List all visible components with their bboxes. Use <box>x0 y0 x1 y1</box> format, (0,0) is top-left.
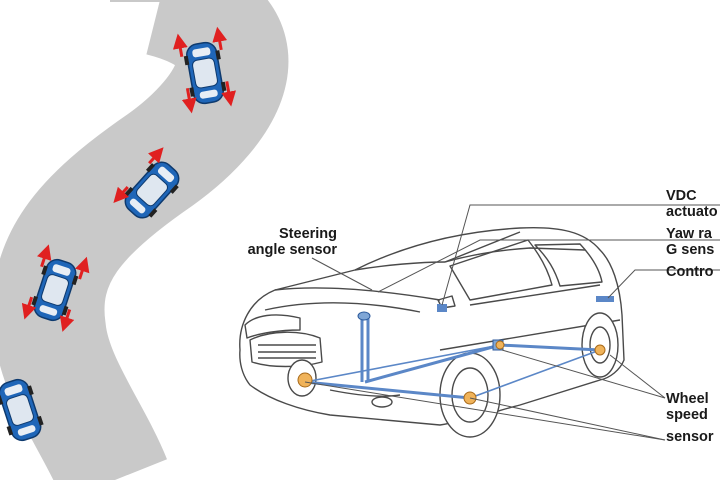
wheel-sensor-icon <box>594 344 606 356</box>
wheel-label-line-1: Wheel <box>666 391 709 407</box>
steering-label-line-1: Steering <box>279 226 338 242</box>
sedan-outline-icon <box>239 226 625 438</box>
wheel-label-line-2: speed <box>666 407 708 423</box>
vdc-actuator <box>437 304 447 312</box>
control-unit <box>596 296 614 302</box>
yaw-label-line-2: G sens <box>666 242 715 258</box>
control-label-line: Contro <box>666 264 714 280</box>
sensor-wiring <box>304 318 601 400</box>
road <box>0 0 289 485</box>
vdc-label-line-1: VDC <box>666 188 697 204</box>
wheel-speed-sensor-label: Wheel speed sensor <box>666 391 714 445</box>
steering-label-line-2: angle sensor <box>247 242 338 258</box>
wheel-sensor-icon <box>297 372 313 388</box>
vdc-label-line-2: actuato <box>666 204 718 220</box>
control-unit-label: Contro <box>666 264 714 280</box>
wheel-label-line-3: sensor <box>666 429 714 445</box>
steering-angle-sensor-label: Steering angle sensor <box>233 226 337 258</box>
wheel-sensor-icon <box>495 340 505 350</box>
steering-column <box>357 311 371 321</box>
leader-lines <box>304 204 720 441</box>
car-top-view-icon <box>21 244 90 332</box>
yaw-label-line-1: Yaw ra <box>666 226 712 242</box>
car-top-view-icon <box>172 26 236 114</box>
vdc-actuator-label: VDC actuato <box>666 188 718 220</box>
car-top-view-icon <box>113 147 187 226</box>
yaw-rate-g-sensor-label: Yaw ra G sens <box>666 226 714 258</box>
